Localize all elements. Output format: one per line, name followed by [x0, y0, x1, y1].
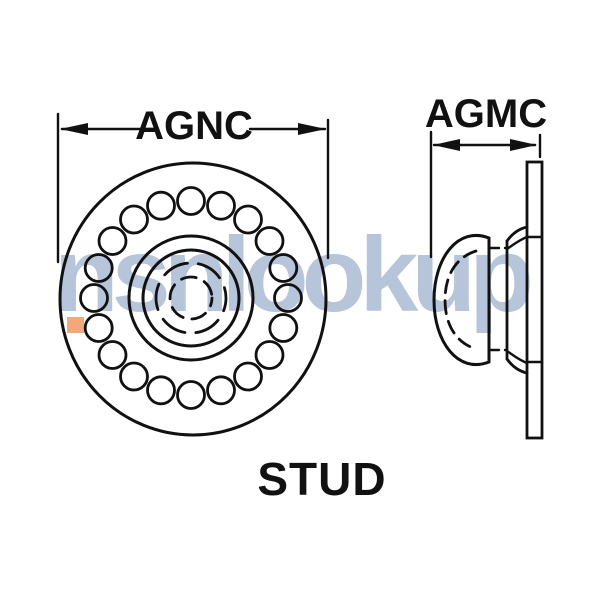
bolt-hole: [268, 313, 299, 343]
hidden-circle-inner: [168, 275, 214, 321]
bolt-holes: [79, 186, 303, 410]
bolt-hole: [146, 190, 176, 221]
hub-outer-circle: [127, 234, 255, 362]
agmc-dimension: [429, 130, 542, 259]
bolt-hole: [97, 226, 128, 256]
dome-head-outline: [432, 234, 491, 366]
hub-inner-circle: [141, 248, 241, 348]
mounting-plate: [525, 160, 544, 440]
fillet-top-inner: [505, 235, 529, 251]
flange-outline: [58, 161, 328, 437]
agnc-dimension: [56, 112, 330, 264]
bolt-hole: [176, 186, 206, 216]
agnc-arrowhead-right-icon: [298, 123, 326, 135]
front-dimension-label: AGNC: [135, 104, 253, 148]
bolt-hole: [176, 380, 206, 410]
side-view: [432, 160, 544, 440]
bolt-hole: [119, 361, 149, 392]
part-name-label: STUD: [257, 453, 387, 505]
bolt-hole: [206, 375, 236, 406]
bolt-hole: [97, 340, 128, 370]
fillet-bottom-outer: [505, 357, 529, 375]
bolt-hole: [79, 283, 109, 313]
bolt-hole: [83, 313, 114, 343]
agmc-arrowhead-right-icon: [510, 139, 537, 151]
side-dimension-label: AGMC: [424, 92, 548, 136]
bolt-hole: [268, 253, 299, 283]
bolt-hole: [83, 253, 114, 283]
dome-hidden-arc: [443, 249, 478, 351]
bolt-hole: [206, 190, 236, 221]
bolt-hole: [146, 375, 176, 406]
bolt-hole: [273, 283, 303, 313]
watermark-dot: [67, 317, 84, 333]
fillet-top-outer: [505, 225, 529, 243]
bolt-hole: [254, 340, 285, 370]
bolt-hole: [233, 204, 263, 235]
front-view: [58, 161, 328, 437]
agmc-arrowhead-left-icon: [433, 139, 460, 151]
bolt-hole: [119, 204, 149, 235]
bolt-hole: [233, 361, 263, 392]
hidden-circle-outer: [154, 261, 228, 335]
bolt-hole: [254, 226, 285, 256]
fillet-bottom-inner: [505, 349, 529, 365]
agnc-arrowhead-left-icon: [60, 123, 88, 135]
